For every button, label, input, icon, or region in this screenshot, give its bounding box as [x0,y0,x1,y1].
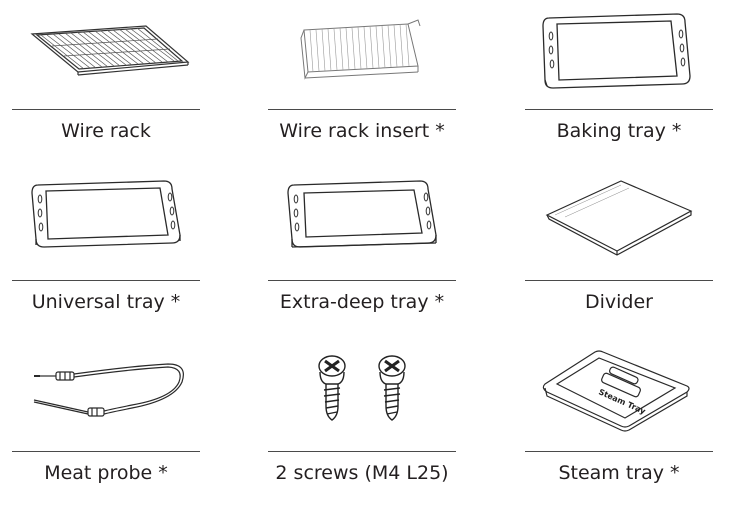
accessory-wire-rack: Wire rack [12,0,200,168]
accessory-label: Meat probe * [44,462,168,484]
accessory-label: Steam tray * [558,462,680,484]
screws-icon [318,355,406,421]
divider-line [268,451,456,452]
accessory-baking-tray: Baking tray * [525,0,713,168]
universal-tray-icon [31,180,181,248]
baking-tray-icon [542,13,691,89]
accessory-divider: Divider [525,171,713,339]
extra-deep-tray-icon [287,180,437,248]
steam-tray-icon: Steam Tray [542,350,690,432]
divider-icon [545,180,693,256]
divider-line [268,280,456,281]
accessory-meat-probe: Meat probe * [12,342,200,510]
accessory-extra-deep-tray: Extra-deep tray * [268,171,456,339]
accessory-label: Extra-deep tray * [279,291,445,313]
divider-line [525,451,713,452]
divider-line [12,280,200,281]
accessory-label: Wire rack insert * [279,120,445,142]
accessory-steam-tray: Steam Tray Steam tray * [525,342,713,510]
accessory-screws: 2 screws (M4 L25) [268,342,456,510]
accessory-label: Baking tray * [556,120,682,142]
wire-rack-insert-icon [300,19,421,80]
divider-line [12,451,200,452]
divider-line [525,109,713,110]
accessory-label: Universal tray * [31,291,181,313]
accessory-universal-tray: Universal tray * [12,171,200,339]
accessory-wire-rack-insert: Wire rack insert * [268,0,456,168]
accessory-label: Wire rack [61,120,151,142]
accessory-label: 2 screws (M4 L25) [275,462,449,484]
meat-probe-icon [33,363,184,417]
wire-rack-icon [30,25,190,76]
divider-line [12,109,200,110]
divider-line [525,280,713,281]
accessory-label: Divider [585,291,653,313]
divider-line [268,109,456,110]
